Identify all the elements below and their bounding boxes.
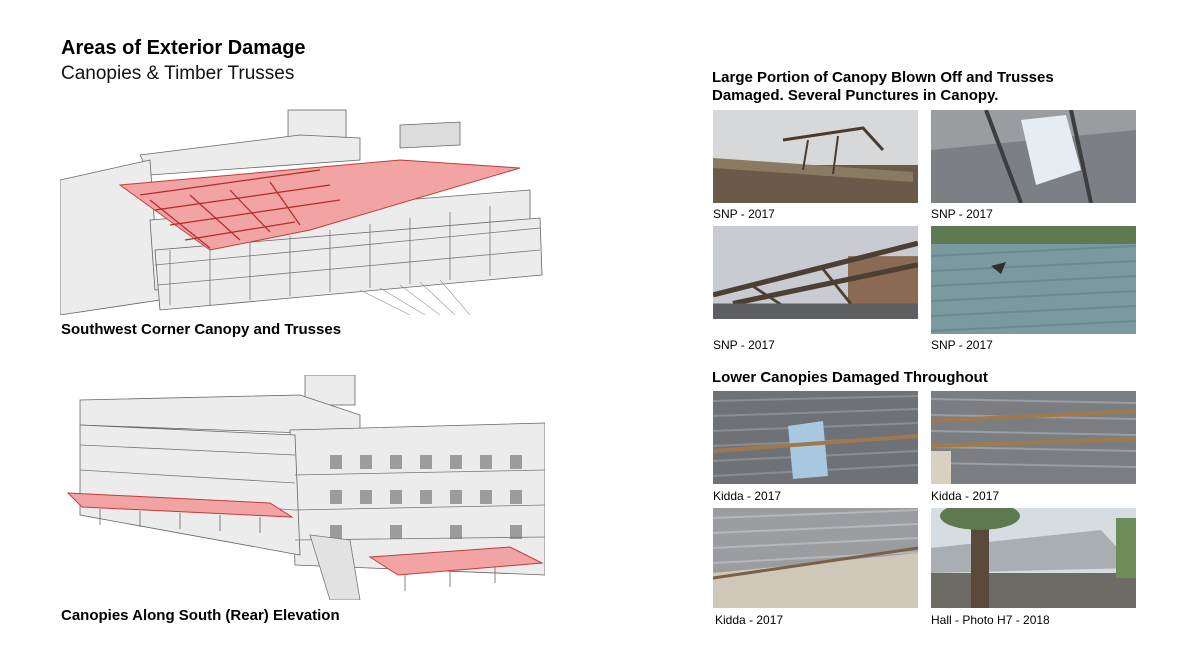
section-heading-lower-canopies: Lower Canopies Damaged Throughout	[712, 369, 988, 386]
photo-kidda-3	[713, 508, 918, 608]
photo-snp-3	[713, 226, 918, 319]
photo-caption: Kidda - 2017	[713, 489, 782, 503]
section-heading-canopy-blown-off: Large Portion of Canopy Blown Off and Tr…	[712, 69, 1132, 105]
southwest-canopy-drawing	[59, 100, 545, 316]
photo-snp-4	[931, 226, 1136, 334]
south-elevation-drawing	[60, 374, 546, 601]
photo-caption: SNP - 2017	[713, 207, 775, 221]
photo-caption: Kidda - 2017	[931, 489, 1000, 503]
caption-southwest-canopy: Southwest Corner Canopy and Trusses	[61, 321, 342, 338]
photo-hall-h7	[931, 508, 1136, 608]
page-title: Areas of Exterior Damage	[61, 37, 306, 59]
photo-snp-2	[931, 110, 1136, 203]
photo-caption: Hall - Photo H7 - 2018	[931, 613, 1050, 627]
photo-kidda-2	[931, 391, 1136, 484]
heading-line-2: Damaged. Several Punctures in Canopy.	[712, 87, 999, 104]
photo-caption: Kidda - 2017	[715, 613, 784, 627]
heading-line-1: Large Portion of Canopy Blown Off and Tr…	[712, 69, 1054, 86]
page-subtitle: Canopies & Timber Trusses	[61, 63, 295, 84]
caption-south-elevation: Canopies Along South (Rear) Elevation	[61, 607, 340, 624]
photo-snp-1	[713, 110, 918, 203]
photo-caption: SNP - 2017	[713, 338, 775, 352]
photo-caption: SNP - 2017	[931, 338, 993, 352]
photo-caption: SNP - 2017	[931, 207, 993, 221]
photo-kidda-1	[713, 391, 918, 484]
